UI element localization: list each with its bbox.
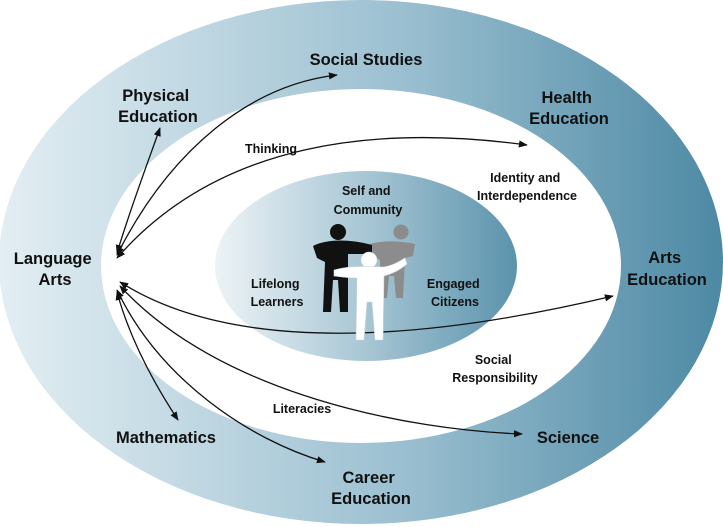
label-language-arts: Language Arts — [14, 250, 97, 289]
label-literacies: Literacies — [273, 402, 331, 416]
arrow-health-education — [116, 136, 528, 259]
label-engaged-citizens: Engaged Citizens — [427, 277, 483, 309]
label-identity-interdependence: Identity and Interdependence — [477, 171, 577, 203]
arrow-mathematics — [115, 291, 179, 421]
label-science: Science — [537, 429, 599, 447]
label-social-responsibility: Social Responsibility — [452, 353, 537, 385]
label-arts-education: Arts Education — [627, 249, 707, 289]
label-mathematics: Mathematics — [116, 429, 216, 447]
three-people-figures-icon — [313, 224, 415, 341]
label-self-community: Self and Community — [334, 184, 403, 217]
label-social-studies: Social Studies — [310, 51, 423, 69]
label-lifelong-learners: Lifelong Learners — [251, 277, 304, 309]
label-career-education: Career Education — [331, 469, 411, 508]
label-health-education: Health Education — [529, 89, 609, 128]
label-thinking: Thinking — [245, 142, 297, 156]
label-physical-education: Physical Education — [118, 87, 198, 126]
